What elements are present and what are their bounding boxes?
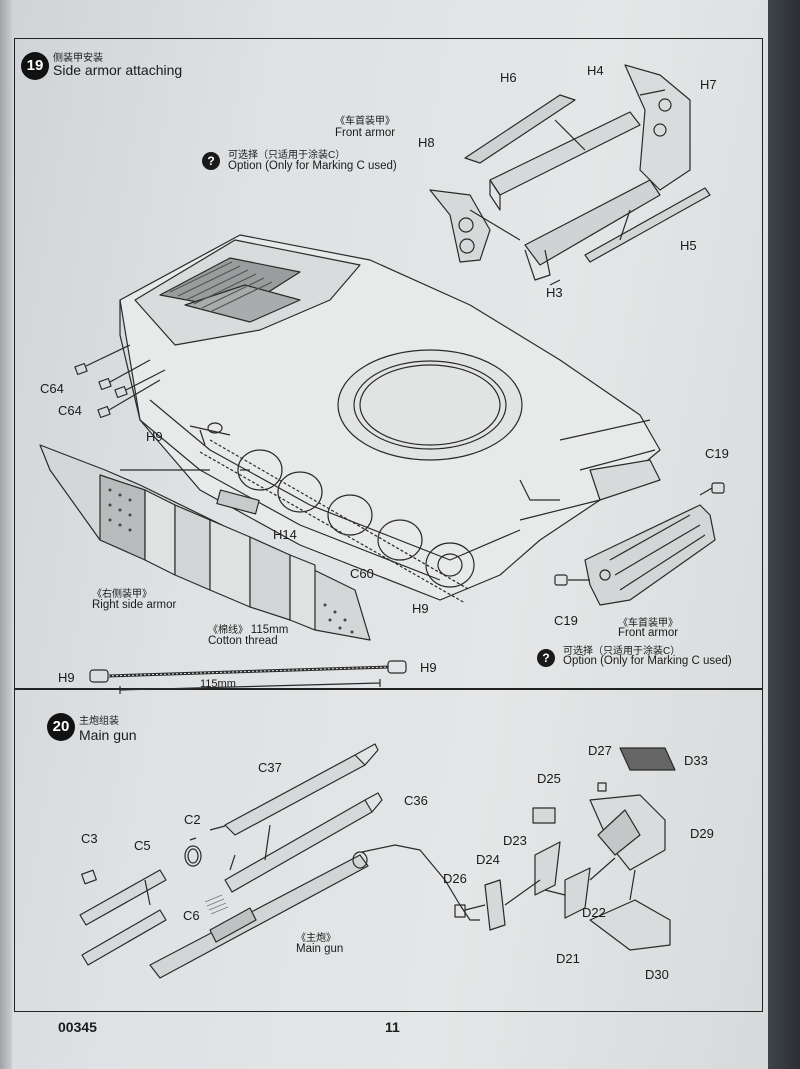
step-20-title-en: Main gun xyxy=(79,727,137,743)
right-side-armor-en: Right side armor xyxy=(92,599,177,611)
step-19-panel xyxy=(14,38,763,690)
option-top-en: Option (Only for Marking C used) xyxy=(228,160,397,172)
label-c64-upper: C64 xyxy=(40,381,64,396)
label-d29: D29 xyxy=(690,826,714,841)
label-d21: D21 xyxy=(556,951,580,966)
page-binding-shadow xyxy=(0,0,12,1069)
label-c2: C2 xyxy=(184,812,201,827)
product-code: 00345 xyxy=(58,1019,97,1035)
label-h9-cable-right: H9 xyxy=(420,660,437,675)
label-d22: D22 xyxy=(582,905,606,920)
front-armor-top-en: Front armor xyxy=(335,127,396,139)
label-h9-mount: H9 xyxy=(146,429,163,444)
label-d30: D30 xyxy=(645,967,669,982)
step-19-title-en: Side armor attaching xyxy=(53,62,183,78)
front-armor-bottom-cn: 《车首装甲》 xyxy=(618,618,678,629)
label-c60: C60 xyxy=(350,566,374,581)
label-c3: C3 xyxy=(81,831,98,846)
step-20-number: 20 xyxy=(47,713,75,741)
label-d33: D33 xyxy=(684,753,708,768)
cotton-thread-en: Cotton thread xyxy=(208,635,278,647)
cotton-thread-length: 115mm xyxy=(250,624,289,636)
label-c36: C36 xyxy=(404,793,428,808)
label-c64-lower: C64 xyxy=(58,403,82,418)
towing-cable-drawing xyxy=(89,422,407,694)
label-c37: C37 xyxy=(258,760,282,775)
label-d25: D25 xyxy=(537,771,561,786)
background-edge xyxy=(768,0,800,1069)
step-20-title-cn: 主炮组装 xyxy=(79,716,119,727)
mantlet-parts-drawing xyxy=(454,747,676,951)
label-c19-right: C19 xyxy=(705,446,729,461)
upper-armor-parts xyxy=(429,64,711,286)
step-19-number: 19 xyxy=(21,52,49,80)
front-armor-bottom-en: Front armor xyxy=(618,627,679,639)
step-20-panel xyxy=(14,688,763,1012)
label-h7: H7 xyxy=(700,77,717,92)
cable-length: 115mm xyxy=(200,678,236,690)
right-side-armor-cn: 《右侧装甲》 xyxy=(92,589,152,600)
label-c19-left: C19 xyxy=(554,613,578,628)
label-h14: H14 xyxy=(273,527,297,542)
label-d23: D23 xyxy=(503,833,527,848)
step-19-title-cn: 侧装甲安装 xyxy=(53,53,103,64)
option-bottom-cn: 可选择（只适用于涂装C） xyxy=(563,646,681,657)
main-gun-en: Main gun xyxy=(296,943,344,955)
label-c6: C6 xyxy=(183,908,200,923)
page-number: 11 xyxy=(385,1019,400,1035)
front-armor-drawing xyxy=(554,459,725,606)
label-h9-cable-left: H9 xyxy=(58,670,75,685)
main-gun-drawing xyxy=(79,743,480,979)
label-h5: H5 xyxy=(680,238,697,253)
option-bottom-en: Option (Only for Marking C used) xyxy=(563,655,732,667)
c64-parts xyxy=(74,344,166,419)
label-d27: D27 xyxy=(588,743,612,758)
option-top-cn: 可选择（只适用于涂装C） xyxy=(228,150,346,161)
label-h6: H6 xyxy=(500,70,517,85)
main-gun-cn: 《主炮》 xyxy=(296,933,336,944)
label-d26: D26 xyxy=(443,871,467,886)
right-side-armor-drawing xyxy=(39,444,371,641)
label-h4: H4 xyxy=(587,63,604,78)
question-icon-bottom: ? xyxy=(537,649,555,667)
label-h3: H3 xyxy=(546,285,563,300)
label-c5: C5 xyxy=(134,838,151,853)
question-icon: ? xyxy=(202,152,220,170)
label-h9-wheel: H9 xyxy=(412,601,429,616)
label-h8: H8 xyxy=(418,135,435,150)
front-armor-top-cn: 《车首装甲》 xyxy=(335,116,395,127)
cotton-thread-cn: 《棉线》 115mm xyxy=(208,624,289,636)
label-d24: D24 xyxy=(476,852,500,867)
